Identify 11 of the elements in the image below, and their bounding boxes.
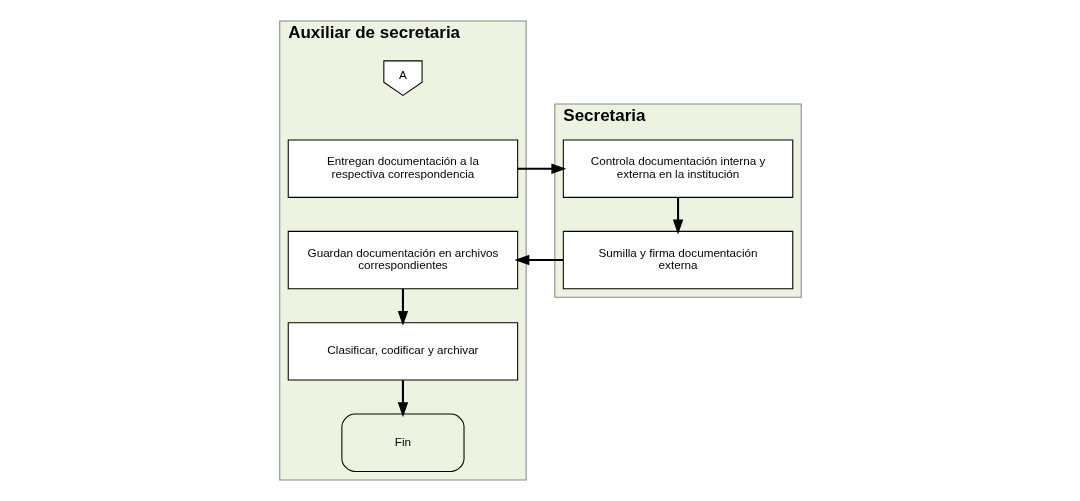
node-box: Clasificar, codificar y archivar <box>287 322 518 381</box>
node-box: Guardan documentación en archivos correspondientes <box>287 230 518 290</box>
arrow <box>397 380 408 418</box>
arrow <box>397 288 408 326</box>
arrow <box>517 163 566 174</box>
arrow <box>672 197 683 235</box>
arrow <box>513 254 563 266</box>
node-box: Entregan documentación a la respectiva correspondencia <box>287 139 518 198</box>
node-box: Controla documentación interna y externa en la institución <box>562 139 793 198</box>
node-box: Fin <box>340 413 465 472</box>
node-box: Sumilla y firma documentación externa <box>562 230 793 290</box>
